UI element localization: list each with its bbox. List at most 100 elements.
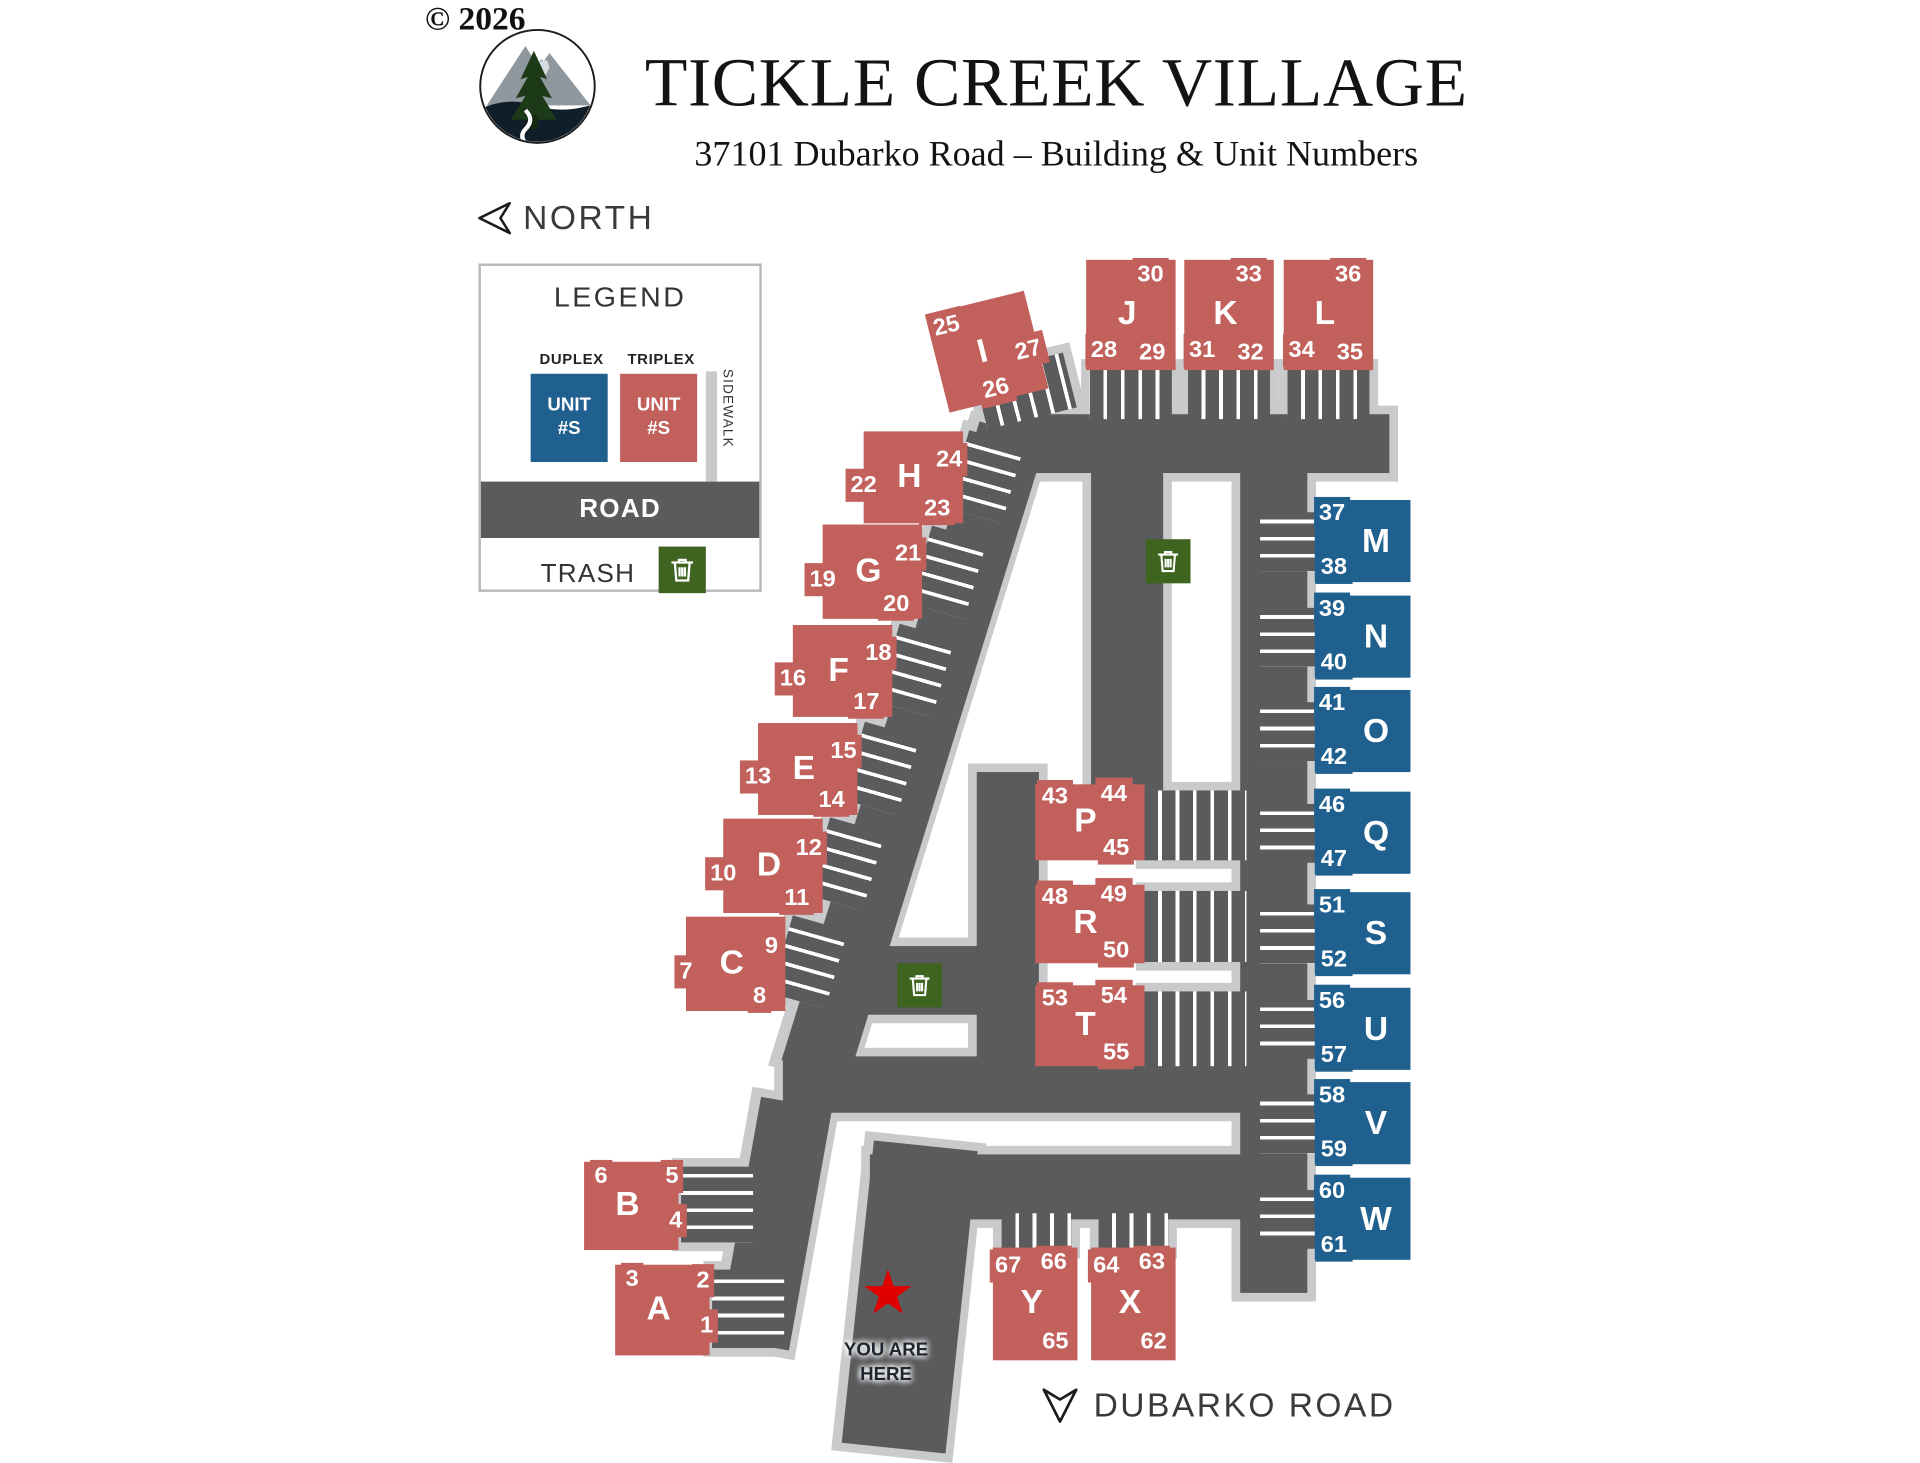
unit-number: 23	[919, 492, 956, 526]
unit-number: 55	[1097, 1036, 1135, 1070]
trash-can-icon	[909, 975, 930, 997]
unit-number: 36	[1330, 257, 1367, 291]
dubarko-road-indicator: DUBARKO ROAD	[1039, 1385, 1396, 1427]
road-segment	[1091, 465, 1164, 791]
legend-duplex-swatch: UNIT #S	[530, 373, 608, 463]
unit-number: 61	[1315, 1228, 1353, 1262]
community-logo	[477, 27, 598, 146]
building-letter: J	[1117, 294, 1137, 332]
you-are-here-line2: HERE	[860, 1363, 912, 1385]
building-letter: A	[646, 1290, 671, 1327]
building-letter: G	[855, 551, 882, 589]
unit-number: 6	[589, 1159, 613, 1193]
unit-number: 54	[1095, 979, 1133, 1013]
unit-number: 37	[1313, 496, 1351, 530]
page-subtitle: 37101 Dubarko Road – Building & Unit Num…	[694, 134, 1419, 175]
unit-number: 44	[1095, 777, 1133, 811]
copyright-text: © 2026	[425, 0, 526, 37]
unit-number: 38	[1315, 550, 1353, 584]
legend-road-label: ROAD	[579, 495, 662, 524]
building-letter: T	[1075, 1005, 1096, 1043]
building-letter: B	[615, 1185, 640, 1223]
road-segment	[976, 772, 1039, 1089]
north-indicator: NORTH	[476, 199, 654, 238]
unit-number: 51	[1313, 888, 1351, 922]
unit-number: 3	[620, 1262, 644, 1296]
unit-number: 5	[660, 1160, 684, 1194]
building-letter: Q	[1362, 814, 1390, 852]
unit-number: 16	[774, 661, 811, 695]
building-letter: R	[1073, 904, 1098, 942]
unit-number: 35	[1331, 335, 1369, 369]
unit-number: 1	[695, 1308, 719, 1343]
unit-number: 13	[739, 759, 777, 793]
parking-driveway	[1089, 367, 1172, 420]
legend-triplex-swatch: UNIT #S	[620, 373, 698, 463]
building-letter: D	[756, 845, 782, 883]
unit-number: 14	[813, 783, 850, 817]
unit-number: 56	[1313, 984, 1351, 1018]
parking-driveway	[1260, 1094, 1320, 1154]
north-label: NORTH	[523, 199, 655, 236]
building-letter: E	[792, 749, 815, 786]
building-letter: K	[1213, 294, 1238, 332]
unit-number: 40	[1315, 646, 1353, 680]
unit-number: 24	[931, 443, 968, 477]
legend-sidewalk-label: SIDEWALK	[719, 368, 735, 448]
unit-number: 12	[790, 831, 827, 865]
unit-number: 31	[1184, 333, 1221, 367]
parking-driveway	[1188, 367, 1271, 420]
building-letter: S	[1364, 915, 1388, 952]
unit-number: 18	[860, 636, 897, 671]
unit-number: 20	[878, 587, 915, 621]
unit-number: 43	[1036, 779, 1073, 814]
unit-number: 39	[1313, 592, 1351, 626]
legend-trash-swatch	[658, 546, 706, 594]
building-letter: M	[1362, 522, 1390, 560]
unit-number: 59	[1315, 1132, 1353, 1166]
unit-number: 65	[1037, 1325, 1074, 1359]
parking-driveway	[1144, 991, 1247, 1067]
unit-number: 50	[1097, 934, 1135, 968]
parking-driveway	[1144, 890, 1247, 963]
parking-driveway	[1260, 1189, 1320, 1249]
unit-number: 53	[1036, 981, 1073, 1015]
building-letter: C	[719, 943, 744, 981]
unit-number: 42	[1315, 740, 1353, 774]
unit-number: 10	[705, 856, 742, 890]
unit-number: 66	[1035, 1245, 1072, 1279]
unit-number: 21	[890, 537, 927, 571]
unit-number: 17	[848, 685, 885, 719]
unit-number: 63	[1133, 1245, 1171, 1279]
unit-number: 8	[747, 979, 772, 1013]
parking-driveway	[1260, 1000, 1320, 1059]
building-N: N 39 40	[1313, 592, 1411, 680]
building-letter: N	[1363, 618, 1389, 656]
logo-mountain-icon	[479, 28, 596, 144]
unit-number: 52	[1315, 942, 1353, 977]
building-letter: O	[1362, 712, 1390, 750]
unit-number: 58	[1313, 1078, 1351, 1112]
unit-number: 64	[1088, 1249, 1125, 1283]
parking-driveway	[1260, 904, 1320, 964]
unit-number: 2	[691, 1263, 715, 1297]
unit-number: 25	[925, 305, 969, 347]
unit-number: 28	[1085, 333, 1123, 367]
legend-unit-text: UNIT	[636, 394, 681, 416]
unit-number: 49	[1095, 878, 1133, 912]
unit-number: 9	[759, 929, 784, 963]
page-title: TICKLE CREEK VILLAGE	[644, 45, 1468, 122]
parking-driveway	[1260, 607, 1320, 667]
parking-driveway	[1260, 512, 1320, 572]
